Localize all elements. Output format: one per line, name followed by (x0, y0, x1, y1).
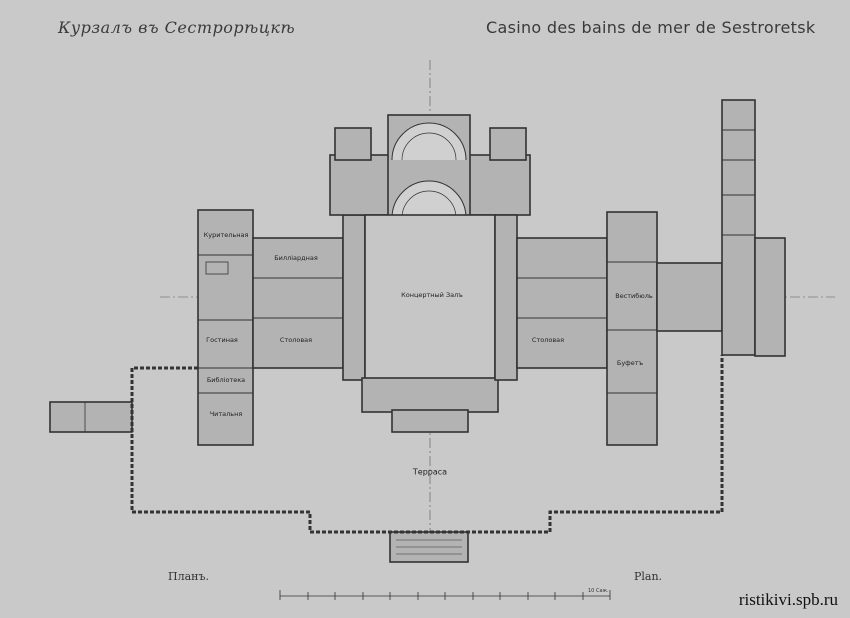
room-gostinaya: Гостиная (206, 336, 238, 344)
scale-label: 10 Саж. (588, 588, 609, 594)
apse-ring (401, 190, 457, 219)
scale-bar (279, 590, 611, 600)
room-chitalnya: Читальня (209, 410, 243, 418)
terrace-railing (130, 355, 724, 534)
room-stolovaya-left: Столовая (279, 336, 313, 344)
left-connector (342, 214, 366, 381)
room-vestibyul: Вестибюль (615, 292, 653, 300)
caption-russian: Планъ. (168, 570, 209, 583)
east-extension (656, 262, 723, 332)
room-biblioteka: Библіотека (206, 376, 246, 384)
lower-porch (391, 409, 469, 433)
left-hall-block (252, 237, 344, 369)
east-tower (721, 99, 756, 356)
caption-french: Plan. (634, 570, 663, 583)
room-stolovaya-right: Столовая (531, 336, 565, 344)
room-billiardnaya: Билліардная (274, 254, 318, 262)
title-french: Casino des bains de mer de Sestroretsk (486, 18, 816, 37)
title-russian: Курзалъ въ Сестрорѣцкѣ (58, 18, 296, 37)
lower-central-block (361, 377, 499, 413)
right-wing (606, 211, 658, 446)
apse-upper (391, 122, 467, 161)
room-kurilnaya: Курительная (203, 231, 249, 239)
apse-ring (401, 132, 457, 161)
apse-lower (391, 180, 467, 219)
right-upper-staircase (489, 127, 527, 161)
watermark: ristikivi.spb.ru (738, 590, 838, 609)
room-bufet: Буфетъ (616, 359, 644, 367)
west-landing (49, 401, 133, 433)
left-upper-staircase (334, 127, 372, 161)
room-concert-hall: Концертный Залъ (401, 291, 463, 299)
left-wing (197, 209, 254, 446)
right-connector (494, 214, 518, 381)
east-entrance (754, 237, 786, 357)
room-terrasa: Терраса (412, 467, 448, 477)
right-hall-block (516, 237, 608, 369)
left-staircase (205, 261, 229, 275)
